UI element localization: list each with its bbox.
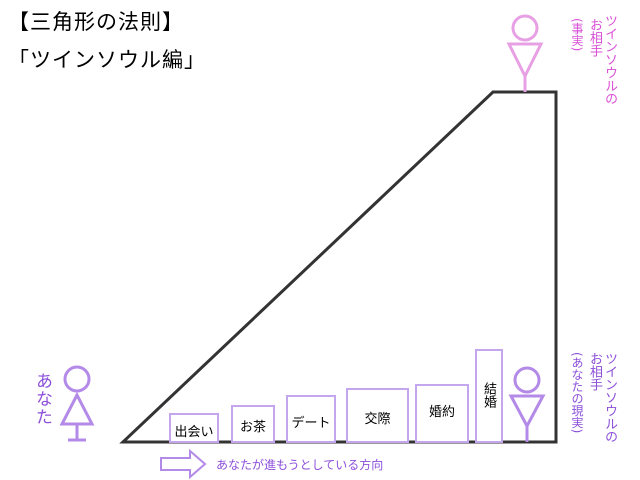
partner-top-figure xyxy=(506,14,544,92)
direction-arrow xyxy=(160,448,207,480)
stage-label-5: 婚約 xyxy=(428,405,455,420)
partner-top-name: ツインソウルの xyxy=(602,14,617,105)
triangle-shape xyxy=(119,90,558,444)
stage-box-2 xyxy=(231,405,275,443)
partner-top-role: お相手 xyxy=(587,18,602,57)
stage-box-6 xyxy=(475,349,503,443)
stage-box-1 xyxy=(169,413,219,443)
stage-box-4 xyxy=(346,388,409,443)
stage-box-5 xyxy=(415,384,469,443)
stage-label-4: 交際 xyxy=(364,412,391,427)
direction-label: あなたが進もうとしている方向 xyxy=(216,458,384,472)
stage-label-6: 結婚 xyxy=(481,382,496,408)
partner-bottom-name: ツインソウルの xyxy=(602,352,617,443)
stage-box-3 xyxy=(286,395,336,443)
stage-label-2: お茶 xyxy=(239,420,266,435)
title-line-2: 「ツインソウル編」 xyxy=(8,48,206,72)
you-label: あなた xyxy=(32,372,52,426)
partner-bottom-note: (あなたの現実) xyxy=(570,352,584,434)
you-figure xyxy=(59,365,95,442)
partner-top-note: (事実) xyxy=(570,18,584,52)
stage-label-1: 出会い xyxy=(174,425,214,440)
partner-bottom-role: お相手 xyxy=(587,352,602,391)
partner-bottom-figure xyxy=(508,366,546,442)
title-line-1: 【三角形の法則】 xyxy=(8,10,184,34)
stage-label-3: デート xyxy=(291,416,331,431)
